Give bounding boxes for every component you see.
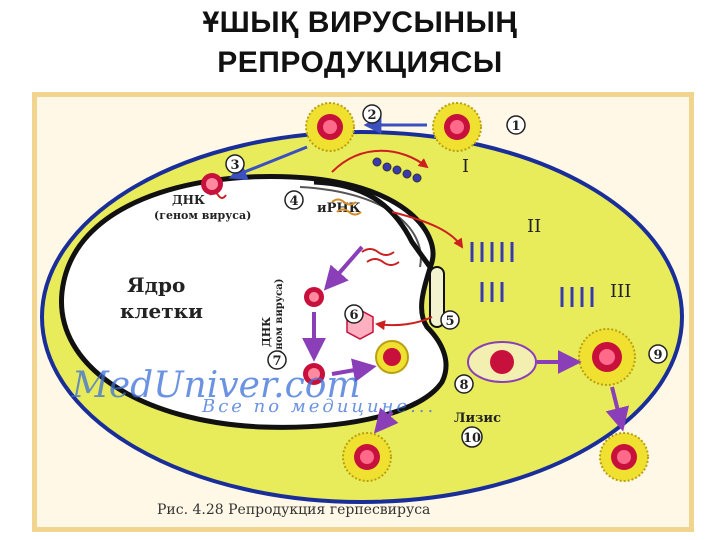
svg-text:8: 8 xyxy=(459,378,468,393)
virus-1 xyxy=(432,102,482,152)
herpesvirus-reproduction-diagram: Ядро клетки ДНК (геном вируса) иРНК ДНК … xyxy=(32,92,694,532)
cell-nucleus xyxy=(59,173,449,430)
nucleus-label-line-2: клетки xyxy=(120,299,203,323)
arrow-purple-lysis xyxy=(373,407,399,434)
step-number-9: 9 xyxy=(648,344,668,364)
stage-label-I: I xyxy=(462,156,469,177)
vertical-genome-label: (геном вируса) xyxy=(274,279,285,367)
step-number-6: 6 xyxy=(344,304,364,324)
watermark-main: MedUniver.com xyxy=(71,365,361,406)
virus-9 xyxy=(578,328,636,386)
svg-text:4: 4 xyxy=(289,194,298,209)
virus-2 xyxy=(305,102,355,152)
svg-text:9: 9 xyxy=(653,348,662,363)
arrow-red-to-6 xyxy=(375,316,433,331)
arrow-2-to-3 xyxy=(228,145,308,181)
nucleus-label-line-1: Ядро xyxy=(127,273,185,297)
step-number-2: 2 xyxy=(362,104,382,124)
dna-genome-label: (геном вируса) xyxy=(154,209,251,222)
step-number-3: 3 xyxy=(225,154,245,174)
slide-title-line-1: ҰШЫҚ ВИРУСЫНЫҢ xyxy=(202,6,518,39)
step-number-1: 1 xyxy=(506,115,526,135)
stage-label-III: III xyxy=(610,281,631,302)
vertical-dna-label: ДНК xyxy=(260,317,273,347)
mrna-strands xyxy=(361,248,400,266)
ribosome-cluster-III xyxy=(480,282,594,307)
endoplasmic-tube xyxy=(429,266,445,328)
svg-text:2: 2 xyxy=(367,108,376,123)
lysis-label: Лизис xyxy=(454,411,501,426)
svg-text:3: 3 xyxy=(230,158,239,173)
mrna-strands-2 xyxy=(331,198,362,216)
arrow-red-to-II xyxy=(391,211,464,249)
step-number-8: 8 xyxy=(454,374,474,394)
svg-text:1: 1 xyxy=(511,119,520,134)
capsid-7 xyxy=(303,363,325,385)
virus-8-budding xyxy=(375,340,409,374)
nuclear-pore-upper xyxy=(313,179,433,269)
arrow-purple-9-down xyxy=(605,386,629,432)
slide-title-line-2: РЕПРОДУКЦИЯСЫ xyxy=(217,46,503,79)
svg-text:6: 6 xyxy=(349,308,358,323)
arrow-purple-to-dna xyxy=(323,245,364,291)
svg-text:5: 5 xyxy=(445,314,454,329)
virus-lysis-1 xyxy=(342,432,392,482)
svg-text:7: 7 xyxy=(272,354,281,369)
virus-lysis-2 xyxy=(599,432,649,482)
arrow-red-mrna-out xyxy=(331,149,429,173)
figure-caption: Рис. 4.28 Репродукция герпесвируса xyxy=(157,502,430,518)
step-number-4: 4 xyxy=(284,190,304,210)
capsid-3 xyxy=(201,173,223,195)
step-number-5: 5 xyxy=(440,310,460,330)
vertical-dna-label-group: ДНК (геном вируса) xyxy=(260,279,285,367)
dna-label: ДНК xyxy=(172,193,205,207)
capsid-intermediate xyxy=(304,287,324,307)
step-number-10: 10 xyxy=(461,426,483,448)
svg-text:10: 10 xyxy=(463,431,481,446)
ribosome-cluster-I xyxy=(372,157,422,183)
ribosome-cluster-II xyxy=(470,242,514,262)
arrow-purple-to-8 xyxy=(331,358,377,383)
watermark-subtitle: Все по медицине... xyxy=(201,396,436,417)
virus-in-vacuole xyxy=(467,341,537,383)
stage-label-II: II xyxy=(527,216,541,237)
step-number-7: 7 xyxy=(267,350,287,370)
